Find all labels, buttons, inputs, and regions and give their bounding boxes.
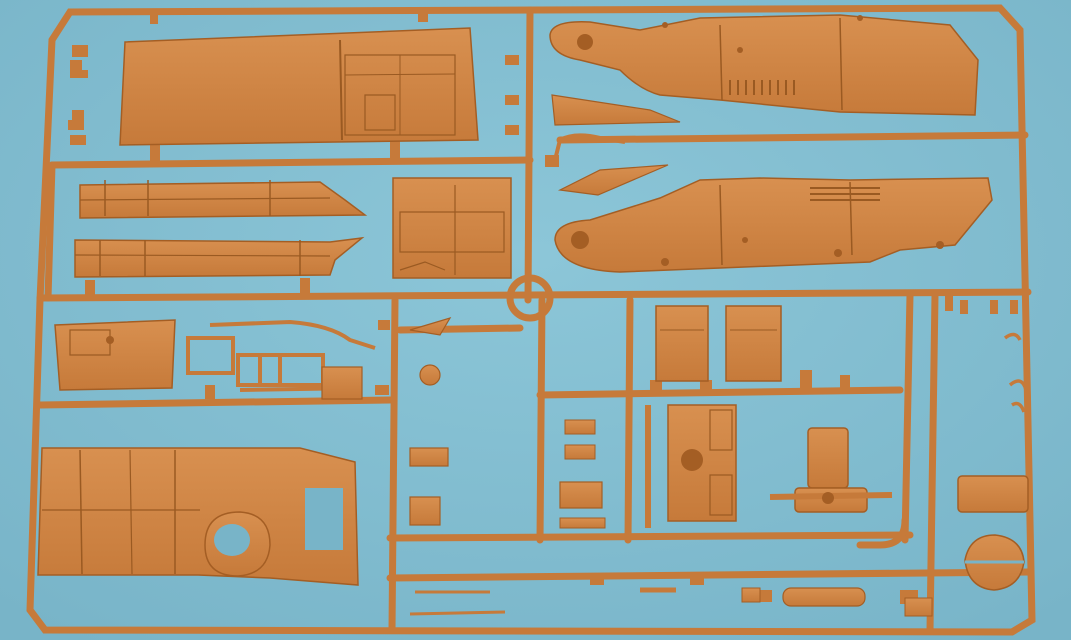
runner-h-400 — [36, 396, 394, 409]
stowage-bin-right — [725, 305, 782, 382]
bent-rod — [553, 133, 626, 161]
small-clamps-left — [68, 45, 88, 145]
vent-grille-upper — [729, 80, 795, 95]
armor-box — [54, 319, 176, 391]
rear-hull-plate — [667, 404, 737, 522]
wedge-part-upper — [551, 94, 681, 126]
mudguard-upper — [79, 180, 368, 219]
hatch-opening — [305, 488, 343, 550]
parts — [37, 14, 1029, 617]
stowage-bin-left — [655, 305, 709, 382]
knob-part — [419, 364, 441, 386]
track-links — [559, 419, 606, 529]
deck-panel — [119, 27, 479, 146]
runner-h-160 — [48, 156, 534, 169]
runner-v-540 — [536, 296, 546, 544]
outer-runner — [26, 4, 1036, 636]
exhaust-pipe — [782, 587, 866, 607]
block-part-a — [409, 447, 449, 467]
runner-v-630 — [624, 296, 634, 544]
central-hub — [506, 274, 554, 322]
runner-h-295 — [36, 288, 1032, 302]
gate-stubs — [70, 8, 1018, 604]
small-plate — [321, 366, 363, 400]
runner-curve — [856, 516, 909, 549]
block-part-b — [409, 496, 441, 526]
hook-parts — [1003, 332, 1028, 413]
runner-h-140 — [556, 131, 1029, 144]
runner-v-395 — [388, 296, 399, 634]
engine-deck-plate — [392, 177, 512, 279]
runner-h-575 — [386, 568, 1034, 582]
runner-v-910 — [901, 291, 914, 544]
long-rod-b — [409, 610, 506, 616]
bracket-part — [904, 597, 933, 617]
plate-right — [957, 475, 1029, 513]
runner-v-935 — [926, 291, 939, 634]
mudguard-lower — [74, 236, 365, 278]
bottom-block — [741, 587, 761, 603]
hull-side-upper — [549, 14, 979, 116]
hull-side-lower — [554, 177, 993, 273]
triangle-part — [409, 316, 452, 336]
wedge-part-lower — [557, 164, 669, 196]
hull-floor-panel — [37, 447, 359, 586]
runner-h-535 — [386, 531, 914, 542]
vent-grille-lower — [810, 187, 880, 201]
gearbox-assembly — [769, 427, 893, 513]
runner-v-530 — [524, 6, 534, 304]
runner-v-50 — [44, 161, 56, 302]
block-part-c — [559, 481, 603, 509]
